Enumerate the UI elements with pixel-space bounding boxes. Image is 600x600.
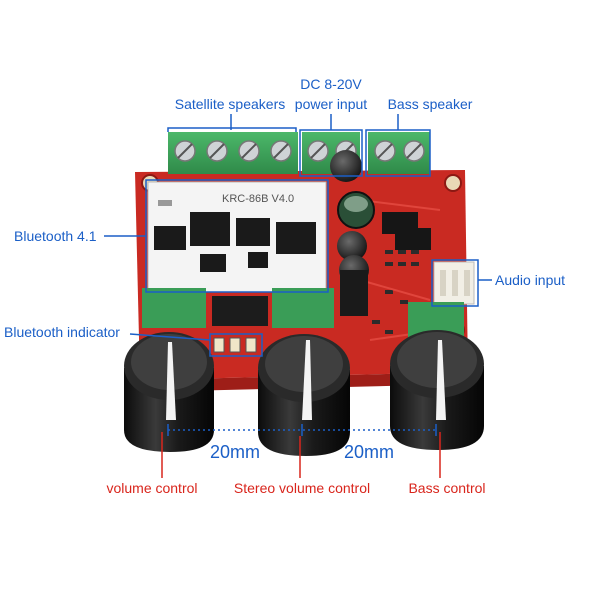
volume-control-label: volume control (106, 480, 198, 496)
audio-input-connector (433, 261, 475, 305)
annotation-lines (104, 114, 492, 436)
satellite-speakers-label: Satellite speakers (174, 96, 286, 112)
capacitors (330, 150, 375, 316)
mounting-hole (444, 174, 462, 192)
stereo-volume-knob (258, 334, 350, 456)
potentiometer-bases (142, 288, 464, 338)
stereo-volume-control-label: Stereo volume control (233, 480, 371, 496)
bluetooth-module-marking: KRC-86B V4.0 (222, 193, 294, 205)
left-spacing-label: 20mm (210, 442, 261, 462)
bass-control-label: Bass control (408, 480, 486, 496)
bluetooth-indicator-leds (213, 337, 257, 353)
satellite-speaker-terminal (168, 132, 298, 174)
bluetooth-label: Bluetooth 4.1 (14, 228, 97, 244)
smd-components (372, 250, 419, 334)
bass-speaker-terminal (368, 132, 430, 174)
bass-speaker-label: Bass speaker (387, 96, 473, 112)
volume-knob (124, 332, 214, 452)
right-spacing-label: 20mm (344, 442, 395, 462)
power-input-label-line2: power input (294, 96, 368, 112)
power-input-label-line1: DC 8-20V (300, 76, 362, 92)
audio-input-label: Audio input (495, 272, 566, 288)
amplifier-chip (395, 228, 431, 250)
bluetooth-indicator-label: Bluetooth indicator (4, 324, 120, 340)
control-leader-lines (161, 432, 441, 478)
bluetooth-module: KRC-86B V4.0 (147, 181, 327, 293)
bass-knob (390, 330, 484, 450)
